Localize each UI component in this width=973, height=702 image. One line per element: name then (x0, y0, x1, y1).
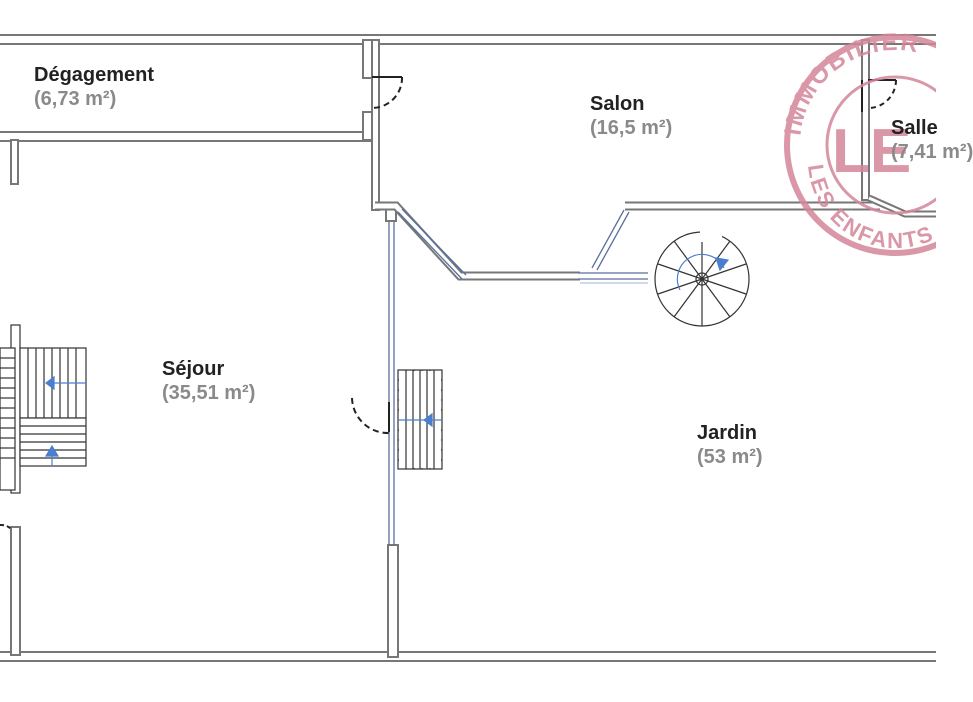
room-area: (6,73 m²) (34, 87, 117, 110)
spiral-stair-arrow (676, 253, 730, 291)
room-label-degagement: Dégagement (6,73 m²) (34, 64, 154, 111)
room-label-salon: Salon (16,5 m²) (590, 93, 672, 140)
room-name: Salon (590, 93, 645, 115)
doors (0, 76, 898, 531)
room-area: (35,51 m²) (162, 381, 256, 404)
room-label-salle: Salle (7,41 m²) (891, 117, 973, 164)
room-name: Salle (891, 117, 938, 139)
watermark-letters: LE (832, 117, 911, 186)
room-area: (53 m²) (697, 445, 763, 468)
room-area: (7,41 m²) (891, 140, 973, 163)
wall-degagement-salon (362, 39, 373, 79)
spiral-wall-gap (700, 228, 722, 242)
room-name: Dégagement (34, 64, 155, 86)
room-name: Séjour (162, 358, 225, 380)
wall-sejour-jardin-bottom (387, 544, 399, 658)
room-area: (16,5 m²) (590, 116, 673, 139)
wall-degagement-salon-lower (362, 111, 373, 141)
left-staircase (0, 324, 87, 494)
floor-plan: LE IMMOBILIER LES ENFANTS (0, 29, 936, 662)
wall-degagement-bottom (0, 131, 373, 142)
wall-bottom-outer (0, 651, 936, 662)
spiral-staircase (654, 231, 750, 327)
wall-salon-left (371, 39, 380, 211)
walls (0, 34, 936, 662)
room-label-sejour: Séjour (35,51 m²) (162, 358, 255, 405)
room-label-jardin: Jardin (53 m²) (697, 422, 763, 469)
windows (388, 208, 648, 545)
salon-angled-wall (375, 194, 936, 281)
middle-stair-arrow (398, 412, 442, 428)
wall-left-lower (10, 526, 21, 656)
svg-text:LE: LE (832, 117, 911, 186)
left-stair-arrows (44, 375, 86, 466)
room-name: Jardin (697, 422, 758, 444)
wall-stub-left (10, 139, 19, 185)
wall-top-outer (0, 34, 936, 45)
